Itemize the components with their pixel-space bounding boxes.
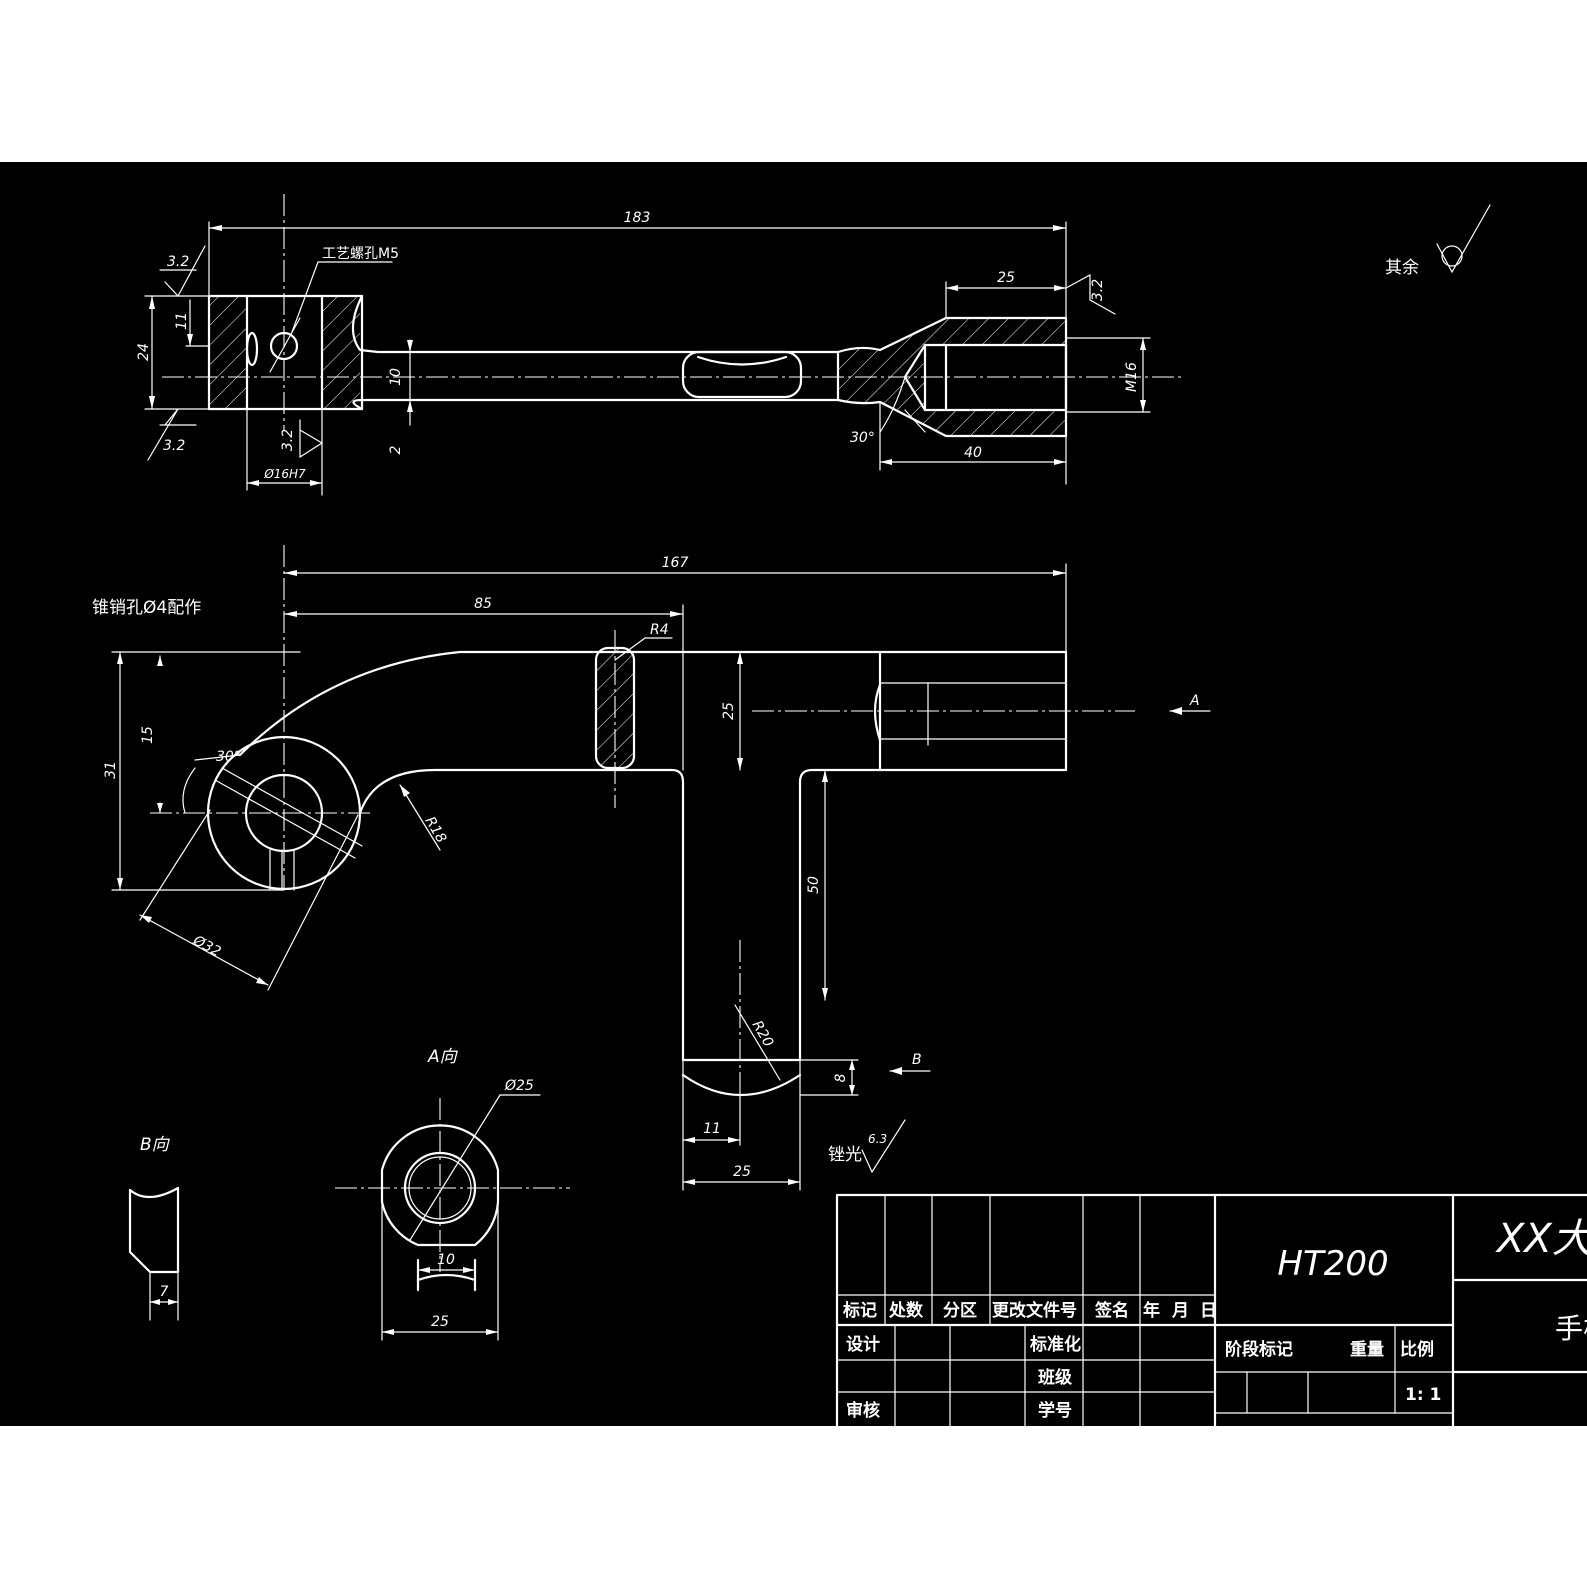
finish-symbol-icon xyxy=(1436,204,1491,274)
dim-85: 85 xyxy=(474,596,492,612)
dim-r18: R18 xyxy=(422,814,450,846)
tb-header-year: 年 xyxy=(1143,1300,1160,1321)
front-view: 锥销孔Ø4配作 1 xyxy=(92,545,1211,1191)
tb-material: HT200 xyxy=(1277,1244,1388,1284)
dim-25-top: 25 xyxy=(997,270,1015,286)
dim-8: 8 xyxy=(833,1073,849,1082)
dim-d32: Ø32 xyxy=(190,932,224,960)
dim-11: 11 xyxy=(174,312,190,330)
roughness-left-top: 3.2 xyxy=(167,254,189,270)
roughness-bore: 3.2 xyxy=(280,429,296,451)
view-a: A向 Ø25 10 25 xyxy=(335,1047,570,1341)
dim-r4: R4 xyxy=(650,622,669,638)
title-block: 标记 处数 分区 更改文件号 签名 年 月 日 设计 标准化 班级 审核 学号 … xyxy=(835,1193,1587,1426)
dim-40: 40 xyxy=(964,445,982,461)
tb-standardization: 标准化 xyxy=(1030,1334,1081,1355)
dim-shaft-10: 10 xyxy=(388,368,404,386)
label-process-hole: 工艺螺孔M5 xyxy=(322,246,399,262)
tb-class: 班级 xyxy=(1038,1367,1072,1388)
roughness-right: 3.2 xyxy=(1090,279,1106,301)
dim-25-front: 25 xyxy=(721,702,737,720)
dim-15: 15 xyxy=(140,726,156,744)
view-a-title: A向 xyxy=(427,1047,459,1067)
view-b: B向 7 xyxy=(128,1135,180,1321)
tb-company: XX大 xyxy=(1495,1216,1587,1262)
dim-24: 24 xyxy=(136,343,152,361)
polish-roughness: 6.3 xyxy=(868,1132,887,1146)
view-arrow-a: A xyxy=(1189,693,1200,709)
tb-review: 审核 xyxy=(846,1400,880,1421)
tb-header-signature: 签名 xyxy=(1094,1300,1129,1321)
top-view: 183 3.2 3.2 工艺螺孔M5 24 11 10 2 3.2 xyxy=(136,194,1185,496)
view-a-dim-d25: Ø25 xyxy=(504,1078,534,1094)
dim-bore: Ø16H7 xyxy=(263,467,306,481)
tb-scale-value: 1: 1 xyxy=(1405,1385,1441,1405)
top-hub-hatch-left xyxy=(209,296,247,409)
note-taper-pin: 锥销孔Ø4配作 xyxy=(92,598,201,618)
dim-25-bottom: 25 xyxy=(733,1164,751,1180)
view-a-dim-10: 10 xyxy=(437,1252,455,1268)
tb-part-name: 手柄 xyxy=(1555,1312,1587,1345)
title-block-headers: 标记 处数 分区 更改文件号 签名 年 月 日 xyxy=(843,1300,1217,1321)
tb-weight: 重量 xyxy=(1350,1339,1384,1360)
dim-30deg-top: 30° xyxy=(850,430,875,446)
dim-183: 183 xyxy=(624,210,651,226)
tb-scale-label: 比例 xyxy=(1400,1339,1434,1360)
tb-header-mark: 标记 xyxy=(843,1300,877,1321)
view-b-title: B向 xyxy=(140,1135,171,1155)
tb-student-id: 学号 xyxy=(1038,1400,1072,1421)
tb-header-month: 月 xyxy=(1171,1301,1189,1321)
tb-header-day: 日 xyxy=(1200,1301,1217,1321)
general-finish-note: 其余 xyxy=(1385,204,1491,278)
dim-167: 167 xyxy=(662,555,689,571)
tb-stage-mark: 阶段标记 xyxy=(1225,1339,1293,1360)
view-arrow-b: B xyxy=(912,1052,922,1068)
roughness-left-bottom: 3.2 xyxy=(163,438,185,454)
view-b-dim-7: 7 xyxy=(160,1284,169,1300)
dim-m16: M16 xyxy=(1124,362,1140,392)
note-polish: 锉光 xyxy=(828,1145,862,1165)
dim-11-front: 11 xyxy=(703,1121,721,1137)
view-a-dim-25: 25 xyxy=(431,1314,449,1330)
dim-31: 31 xyxy=(103,761,119,779)
tb-header-count: 处数 xyxy=(888,1300,924,1321)
dim-2: 2 xyxy=(388,445,404,454)
tb-header-change-doc: 更改文件号 xyxy=(992,1300,1077,1321)
label-remaining: 其余 xyxy=(1385,258,1419,278)
dim-30deg-front: 30° xyxy=(216,749,241,765)
drawing-sheet: 183 3.2 3.2 工艺螺孔M5 24 11 10 2 3.2 xyxy=(0,162,1587,1426)
tb-design: 设计 xyxy=(846,1334,880,1355)
tb-header-zone: 分区 xyxy=(943,1301,977,1321)
technical-drawing: 183 3.2 3.2 工艺螺孔M5 24 11 10 2 3.2 xyxy=(92,194,1587,1426)
dim-50: 50 xyxy=(806,876,822,894)
